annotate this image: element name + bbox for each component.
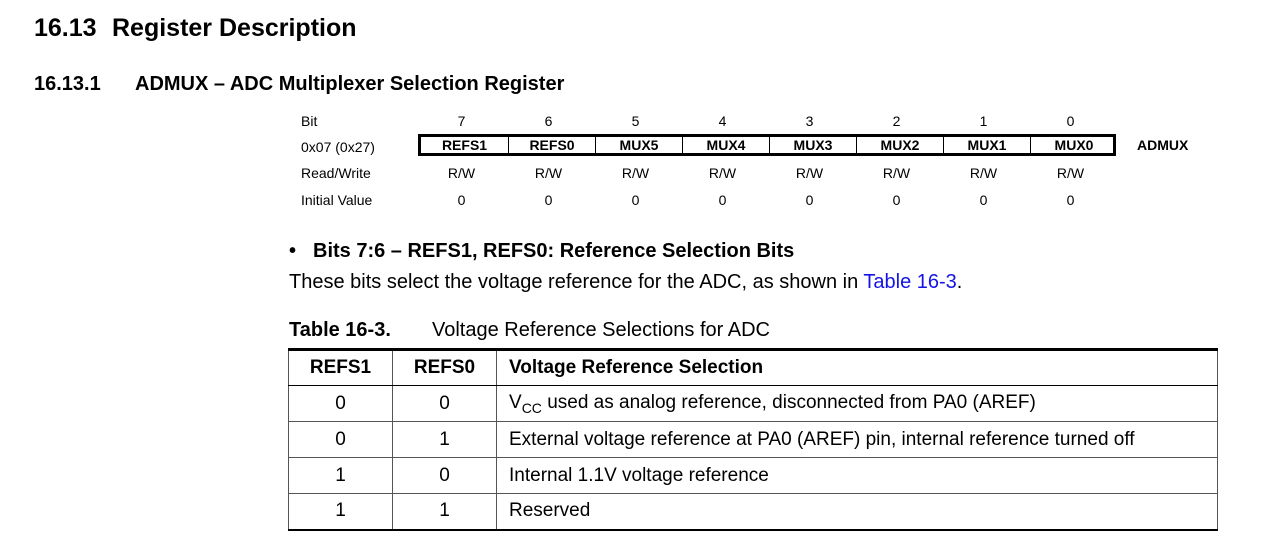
field-mux0: MUX0 xyxy=(1030,137,1117,153)
access-value: R/W xyxy=(795,165,824,181)
cell-description: External voltage reference at PA0 (AREF)… xyxy=(496,421,1218,458)
body-text-after: . xyxy=(956,271,963,293)
bit-number: 5 xyxy=(631,113,640,129)
bit-number: 0 xyxy=(1066,113,1075,129)
bit-number: 1 xyxy=(979,113,988,129)
access-value: R/W xyxy=(882,165,911,181)
vcc-subscript: CC xyxy=(521,399,542,416)
register-name: ADMUX xyxy=(1137,137,1189,153)
initial-value: 0 xyxy=(718,192,727,208)
initial-value: 0 xyxy=(544,192,553,208)
table-header-row: REFS1 REFS0 Voltage Reference Selection xyxy=(288,349,1218,386)
section-title-text: Register Description xyxy=(112,14,357,42)
section-number: 16.13 xyxy=(34,14,97,42)
table-reference-link[interactable]: Table 16-3 xyxy=(863,271,957,293)
bullet-symbol: • xyxy=(289,240,297,262)
field-mux2: MUX2 xyxy=(856,137,943,153)
bit-number: 2 xyxy=(892,113,901,129)
vcc-symbol: V xyxy=(509,391,522,413)
cell-refs0: 1 xyxy=(392,493,497,530)
table-row: 1 1 Reserved xyxy=(288,493,1218,530)
description-text: used as analog reference, disconnected f… xyxy=(541,391,1036,413)
header-refs0: REFS0 xyxy=(392,349,497,386)
cell-description: Reserved xyxy=(496,493,1218,530)
bit-number: 6 xyxy=(544,113,553,129)
bit-number: 3 xyxy=(805,113,814,129)
access-value: R/W xyxy=(708,165,737,181)
table-row: 1 0 Internal 1.1V voltage reference xyxy=(288,457,1218,494)
access-value: R/W xyxy=(969,165,998,181)
cell-refs1: 0 xyxy=(288,385,393,422)
table-caption-text: Voltage Reference Selections for ADC xyxy=(432,319,770,341)
cell-refs0: 0 xyxy=(392,385,497,422)
bullet-heading-text: Bits 7:6 – REFS1, REFS0: Reference Selec… xyxy=(313,240,795,262)
field-refs0: REFS0 xyxy=(508,137,595,153)
section-title: 16.13 Register Description xyxy=(34,14,357,43)
table-row: 0 0 VCC used as analog reference, discon… xyxy=(288,385,1218,422)
initial-value: 0 xyxy=(457,192,466,208)
bit-description-text: These bits select the voltage reference … xyxy=(289,271,962,294)
cell-refs0: 1 xyxy=(392,421,497,458)
field-mux5: MUX5 xyxy=(595,137,682,153)
table-caption: Table 16-3. Voltage Reference Selections … xyxy=(289,319,770,342)
field-mux4: MUX4 xyxy=(682,137,769,153)
header-selection: Voltage Reference Selection xyxy=(496,349,1218,386)
access-value: R/W xyxy=(1056,165,1085,181)
bit-number: 4 xyxy=(718,113,727,129)
header-refs1: REFS1 xyxy=(288,349,393,386)
access-value: R/W xyxy=(447,165,476,181)
subsection-title-text: ADMUX – ADC Multiplexer Selection Regist… xyxy=(135,73,565,95)
initial-value: 0 xyxy=(979,192,988,208)
table-label: Table 16-3. xyxy=(289,319,391,341)
voltage-reference-table: REFS1 REFS0 Voltage Reference Selection … xyxy=(288,348,1218,531)
cell-description: VCC used as analog reference, disconnect… xyxy=(496,385,1218,422)
initial-value: 0 xyxy=(892,192,901,208)
cell-description: Internal 1.1V voltage reference xyxy=(496,457,1218,494)
rw-label: Read/Write xyxy=(301,165,371,181)
field-refs1: REFS1 xyxy=(441,137,488,153)
body-text-before: These bits select the voltage reference … xyxy=(289,271,864,293)
bit-number: 7 xyxy=(457,113,466,129)
subsection-title: 16.13.1 ADMUX – ADC Multiplexer Selection… xyxy=(34,73,564,96)
bit-label: Bit xyxy=(301,113,318,129)
register-address: 0x07 (0x27) xyxy=(301,139,375,155)
cell-refs1: 1 xyxy=(288,457,393,494)
cell-refs0: 0 xyxy=(392,457,497,494)
table-row: 0 1 External voltage reference at PA0 (A… xyxy=(288,421,1218,458)
initial-value: 0 xyxy=(805,192,814,208)
cell-refs1: 1 xyxy=(288,493,393,530)
initial-value: 0 xyxy=(1066,192,1075,208)
initial-value: 0 xyxy=(631,192,640,208)
subsection-number: 16.13.1 xyxy=(34,73,101,95)
field-mux3: MUX3 xyxy=(769,137,856,153)
init-label: Initial Value xyxy=(301,192,373,208)
register-fields-box: REFS1 REFS0 MUX5 MUX4 MUX3 MUX2 MUX1 MUX… xyxy=(418,134,1116,156)
bit-description-heading: • Bits 7:6 – REFS1, REFS0: Reference Sele… xyxy=(289,240,794,263)
access-value: R/W xyxy=(534,165,563,181)
cell-refs1: 0 xyxy=(288,421,393,458)
access-value: R/W xyxy=(621,165,650,181)
field-mux1: MUX1 xyxy=(943,137,1030,153)
